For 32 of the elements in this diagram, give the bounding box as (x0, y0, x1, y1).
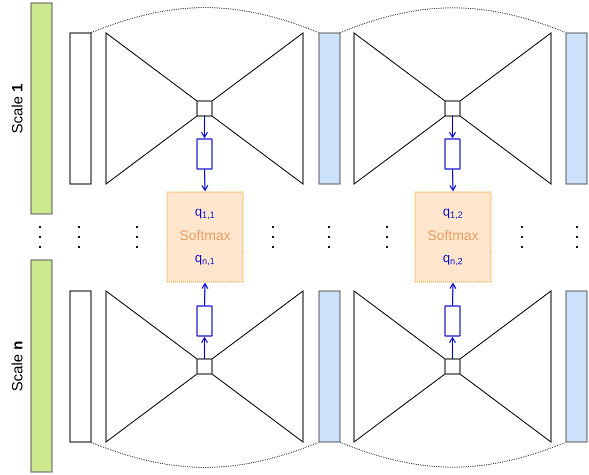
projection-box (444, 305, 461, 337)
arrow (449, 116, 456, 138)
feature-bar (318, 32, 340, 184)
dotted-arc (91, 7, 319, 33)
image-bar (70, 32, 92, 184)
arrow (449, 282, 456, 306)
scale-label: Scale n (12, 342, 22, 391)
bottleneck-box (444, 100, 460, 116)
bottleneck-box (196, 358, 212, 374)
arrow (201, 170, 208, 192)
arrow (201, 116, 208, 138)
projection-box (196, 138, 213, 170)
arrow (449, 170, 456, 192)
bar (30, 259, 52, 472)
feature-bar (566, 290, 588, 442)
image-bar (70, 290, 92, 442)
dotted-arc (91, 442, 319, 468)
dotted-arc (340, 442, 566, 468)
bar (30, 2, 52, 214)
projection-box (444, 138, 461, 170)
dotted-arc (340, 7, 566, 33)
bottleneck-box (196, 100, 212, 116)
softmax-box: q$_{1,2}$ Softmax q$_{n,2}$ (414, 191, 492, 282)
feature-bar (566, 32, 588, 184)
arrow (201, 282, 208, 306)
scale-label: Scale 1 (12, 84, 22, 133)
arrow (449, 336, 456, 358)
feature-bar (318, 290, 340, 442)
softmax-box: q$_{1,1}$ Softmax q$_{n,1}$ (166, 191, 244, 282)
bottleneck-box (444, 358, 460, 374)
projection-box (196, 305, 213, 337)
arrow (201, 336, 208, 358)
